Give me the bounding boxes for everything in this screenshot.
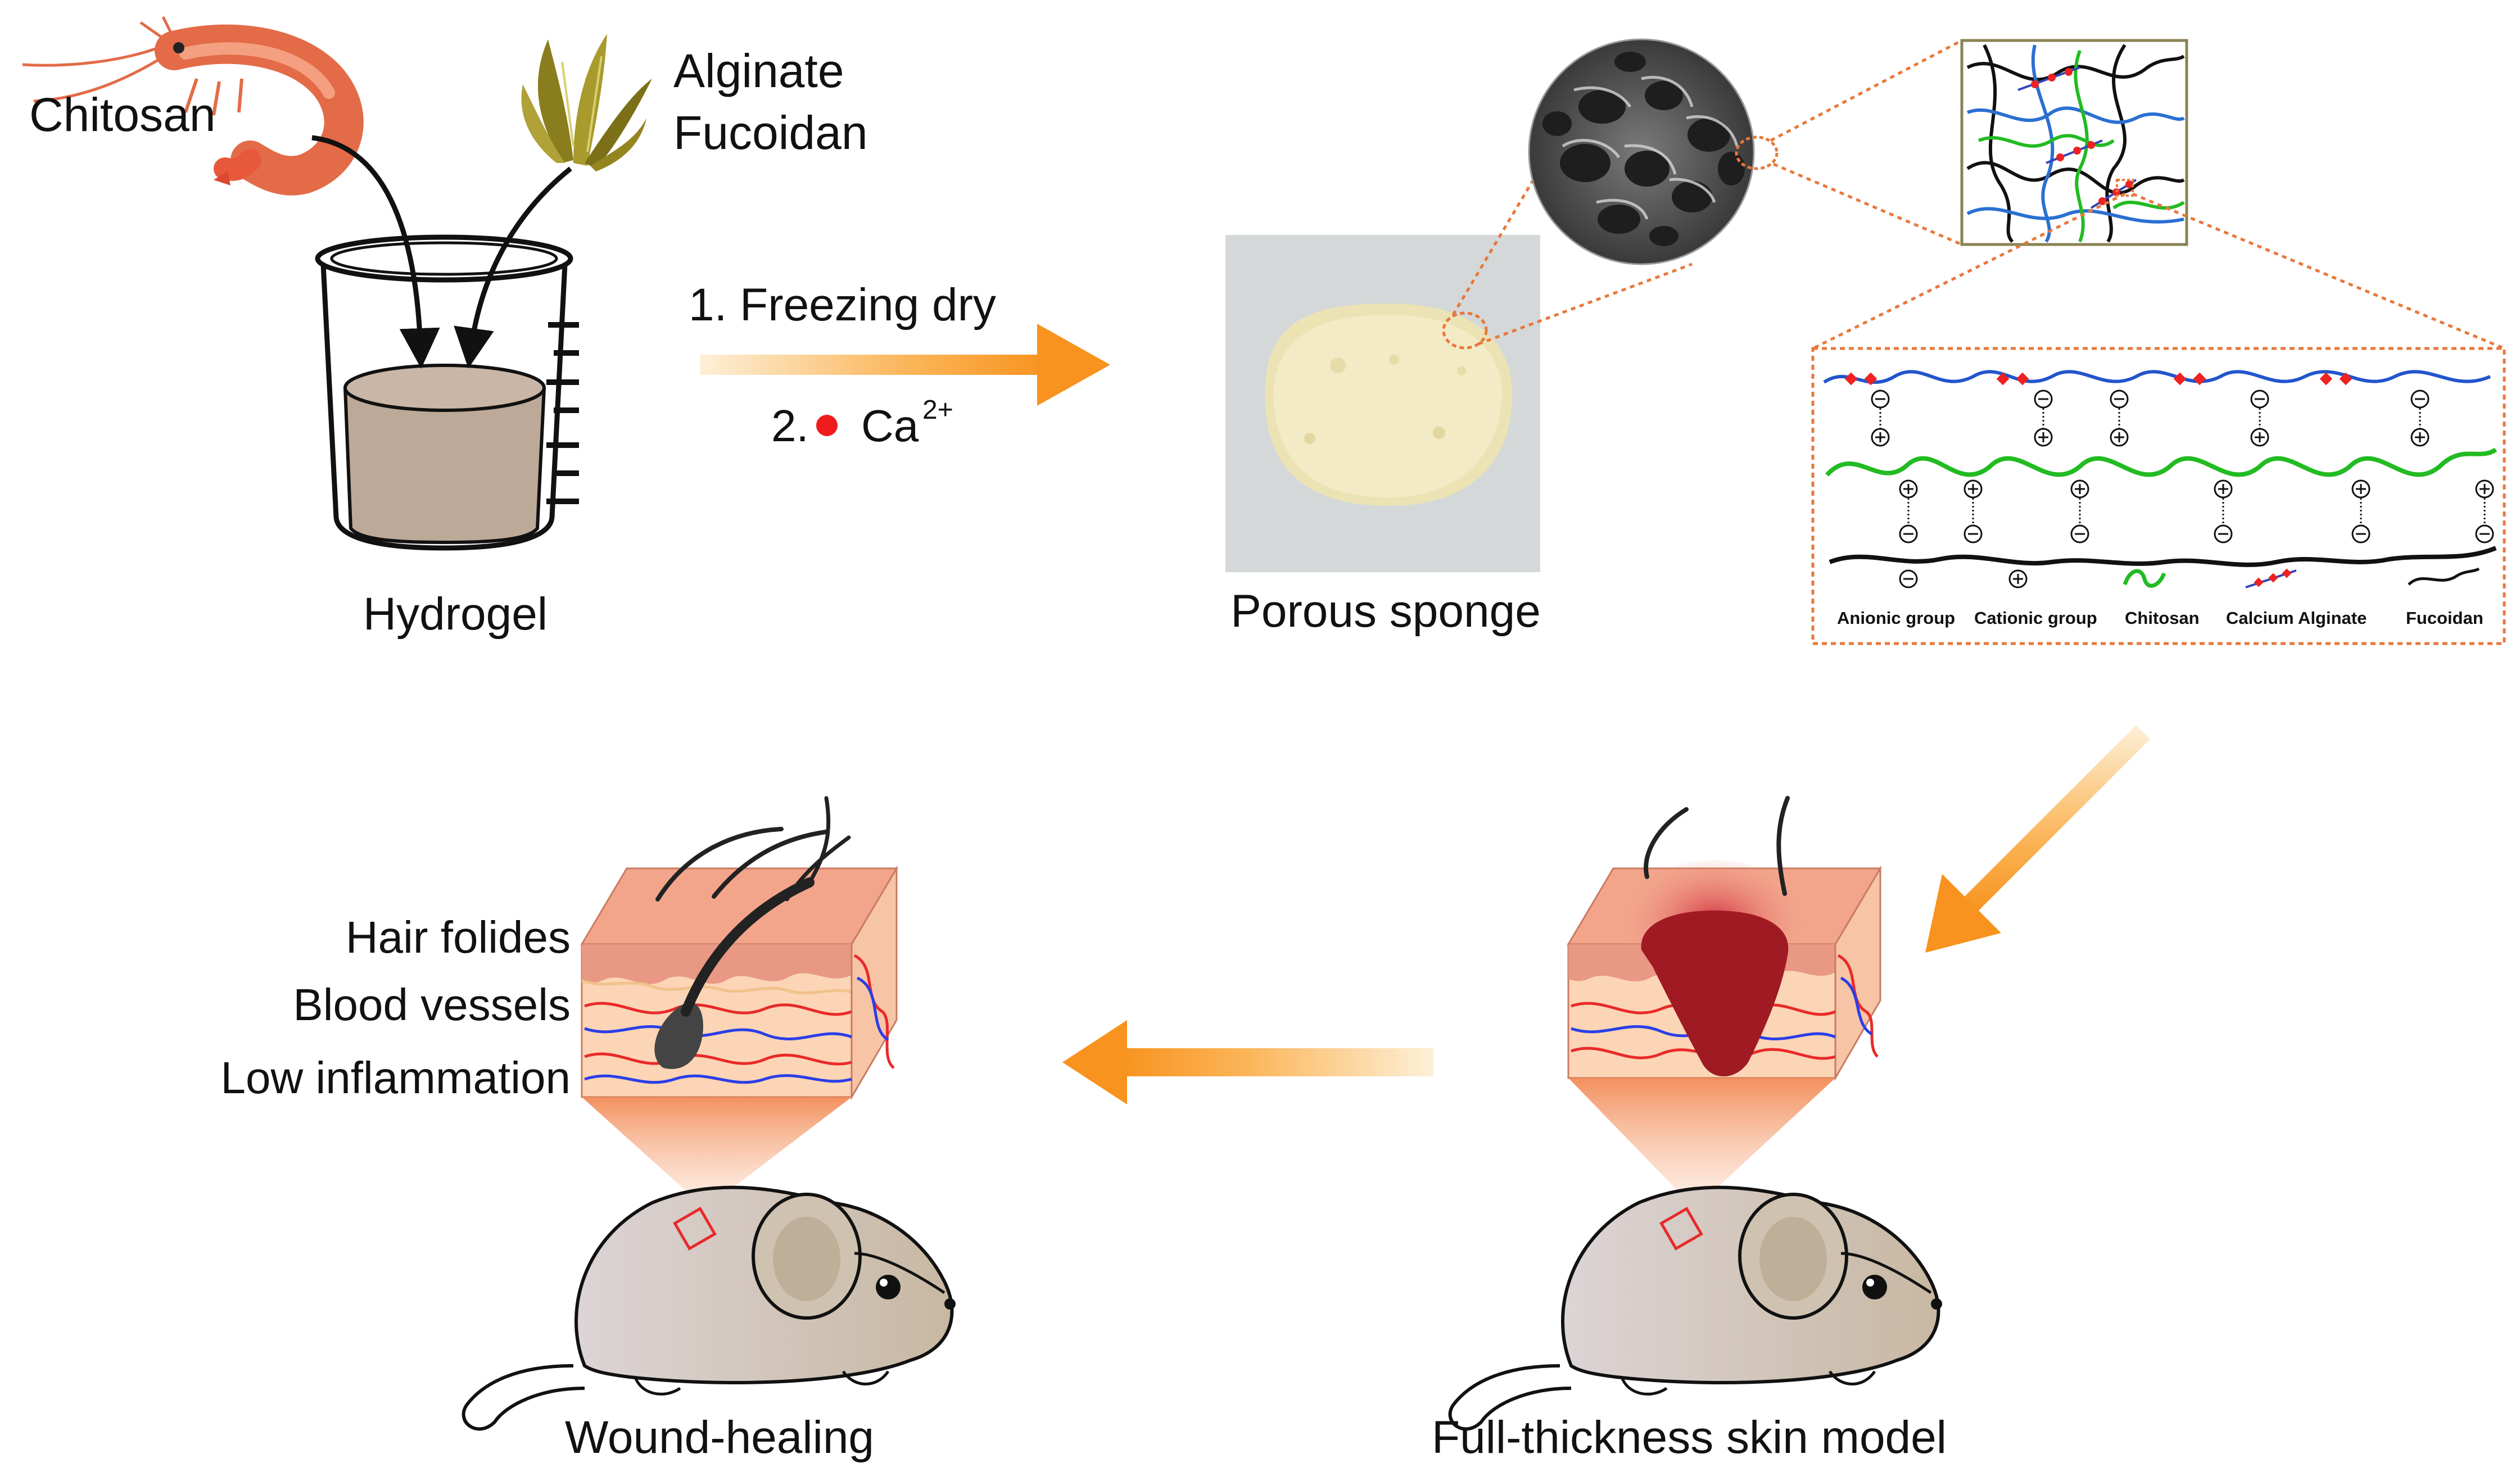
calcium-ion-dot xyxy=(816,415,838,436)
wound-healing-label: Wound-healing xyxy=(565,1412,874,1463)
outcome-hair-follicles: Hair folides xyxy=(346,912,571,962)
molecular-structure-box xyxy=(1811,347,2506,645)
fucoidan-label: Fucoidan xyxy=(673,106,868,159)
process-arrow-down-left xyxy=(1925,725,2150,953)
wound-skin-block xyxy=(1567,796,1882,1081)
zoom-beam-left xyxy=(582,1097,852,1208)
mouse-left xyxy=(462,1185,956,1431)
alginate-label: Alginate xyxy=(673,44,844,97)
chitosan-to-beaker-arrow xyxy=(311,135,440,369)
seaweed-to-beaker-arrow xyxy=(454,166,572,369)
beaker-icon xyxy=(315,234,579,551)
sem-zoom-circle xyxy=(1735,135,1779,170)
chitosan-label: Chitosan xyxy=(29,88,216,141)
step2-charge: 2+ xyxy=(922,395,953,425)
step1-label: 1. Freezing dry xyxy=(689,279,996,330)
sponge-photo xyxy=(1225,235,1540,572)
legend-anionic: Anionic group xyxy=(1837,608,1955,628)
step2-ion: Ca xyxy=(861,401,919,451)
porous-sponge-label: Porous sponge xyxy=(1230,586,1541,637)
process-arrow-left xyxy=(1062,1020,1433,1104)
legend-chitosan: Chitosan xyxy=(2125,608,2200,628)
outcome-low-inflammation: Low inflammation xyxy=(221,1053,571,1103)
shrimp-icon xyxy=(22,16,364,196)
sem-micrograph xyxy=(1528,38,1755,265)
legend-cationic: Cationic group xyxy=(1974,608,2097,628)
process-arrow-right xyxy=(700,324,1110,406)
hydrogel-label: Hydrogel xyxy=(363,588,548,640)
legend-calcium-alginate: Calcium Alginate xyxy=(2226,608,2367,628)
skin-model-label: Full-thickness skin model xyxy=(1432,1412,1947,1463)
mouse-right xyxy=(1448,1185,1942,1431)
outcome-blood-vessels: Blood vessels xyxy=(293,980,571,1030)
healed-skin-block xyxy=(580,796,898,1100)
seaweed-icon xyxy=(521,34,652,171)
legend-fucoidan: Fucoidan xyxy=(2406,608,2483,628)
sponge-zoom-circle xyxy=(1442,311,1488,350)
polymer-network-box xyxy=(1960,39,2188,246)
zoom-beam-right xyxy=(1568,1078,1835,1208)
step2-number: 2. xyxy=(771,401,809,451)
